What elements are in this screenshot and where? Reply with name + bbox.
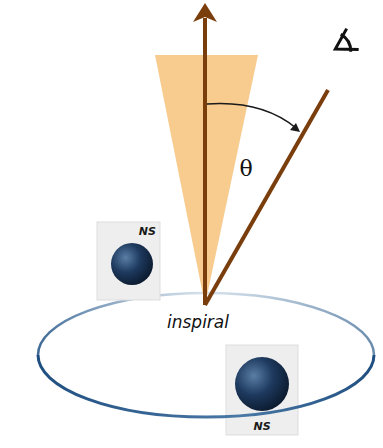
angle-arc — [207, 104, 296, 129]
observer-symbol — [329, 29, 358, 60]
axis-arrow — [203, 18, 207, 305]
arc-head — [290, 123, 300, 132]
star-label: NS — [253, 420, 270, 433]
orbit-front — [38, 355, 374, 417]
star-box — [226, 345, 298, 435]
neutron-star — [235, 357, 289, 411]
sight-line — [205, 90, 328, 305]
neutron-star — [111, 243, 153, 285]
angle-label: θ — [239, 156, 252, 181]
star-label: NS — [139, 225, 156, 238]
star-box: NS — [226, 345, 298, 435]
inspiral-label: inspiral — [167, 312, 229, 332]
star-box — [97, 222, 160, 300]
arrow-head — [193, 3, 217, 22]
star-box: NS — [97, 222, 160, 300]
